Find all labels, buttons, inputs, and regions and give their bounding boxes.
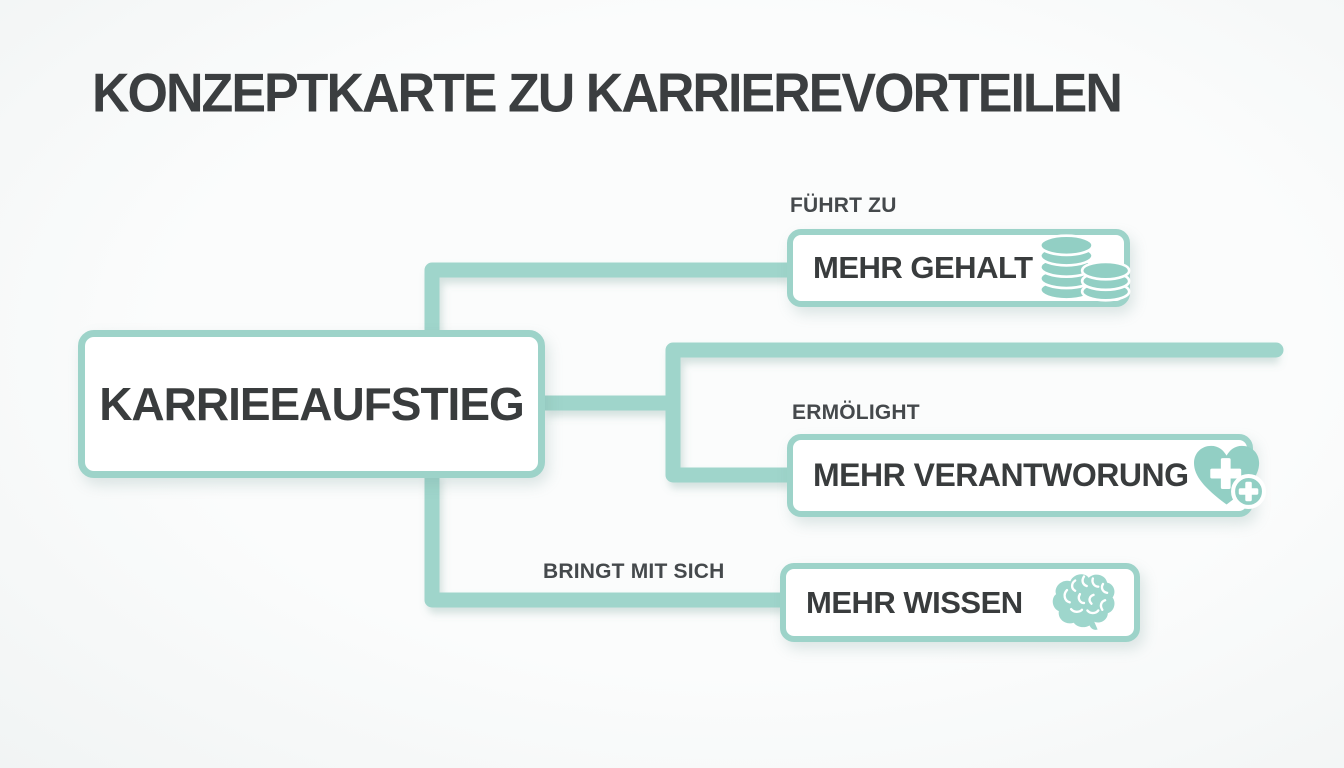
node-mehr-verantwortung: MEHR VERANTWORUNG: [787, 434, 1267, 517]
node-label-mehr-verantwortung: MEHR VERANTWORUNG: [813, 457, 1189, 493]
edge-to-gehalt: [424, 262, 788, 336]
edge-label-bringt-mit-sich: BRINGT MIT SICH: [543, 560, 725, 583]
node-mehr-gehalt: MEHR GEHALT: [787, 229, 1131, 307]
coins-icon: [1038, 234, 1131, 302]
node-karriereaufstieg: KARRIEEAUFSTIEG: [78, 330, 545, 478]
edge-to-wissen: [424, 472, 784, 608]
node-label-mehr-wissen: MEHR WISSEN: [806, 584, 1023, 620]
brain-icon: [1052, 573, 1115, 630]
edge-label-ermoeglicht: ERMÖLIGHT: [792, 401, 920, 424]
node-label-mehr-gehalt: MEHR GEHALT: [813, 250, 1033, 285]
heart-plus-icon: [1194, 445, 1267, 509]
edge-label-fuehrt-zu: FÜHRT ZU: [790, 194, 897, 217]
long-line-round-cap: [1268, 342, 1284, 358]
central-node-label: KARRIEEAUFSTIEG: [99, 378, 525, 430]
page-title: KONZEPTKARTE ZU KARRIEREVORTEILEN: [92, 63, 1123, 124]
edge-junction-long-line: [665, 342, 1276, 483]
node-mehr-wissen: MEHR WISSEN: [780, 563, 1140, 642]
